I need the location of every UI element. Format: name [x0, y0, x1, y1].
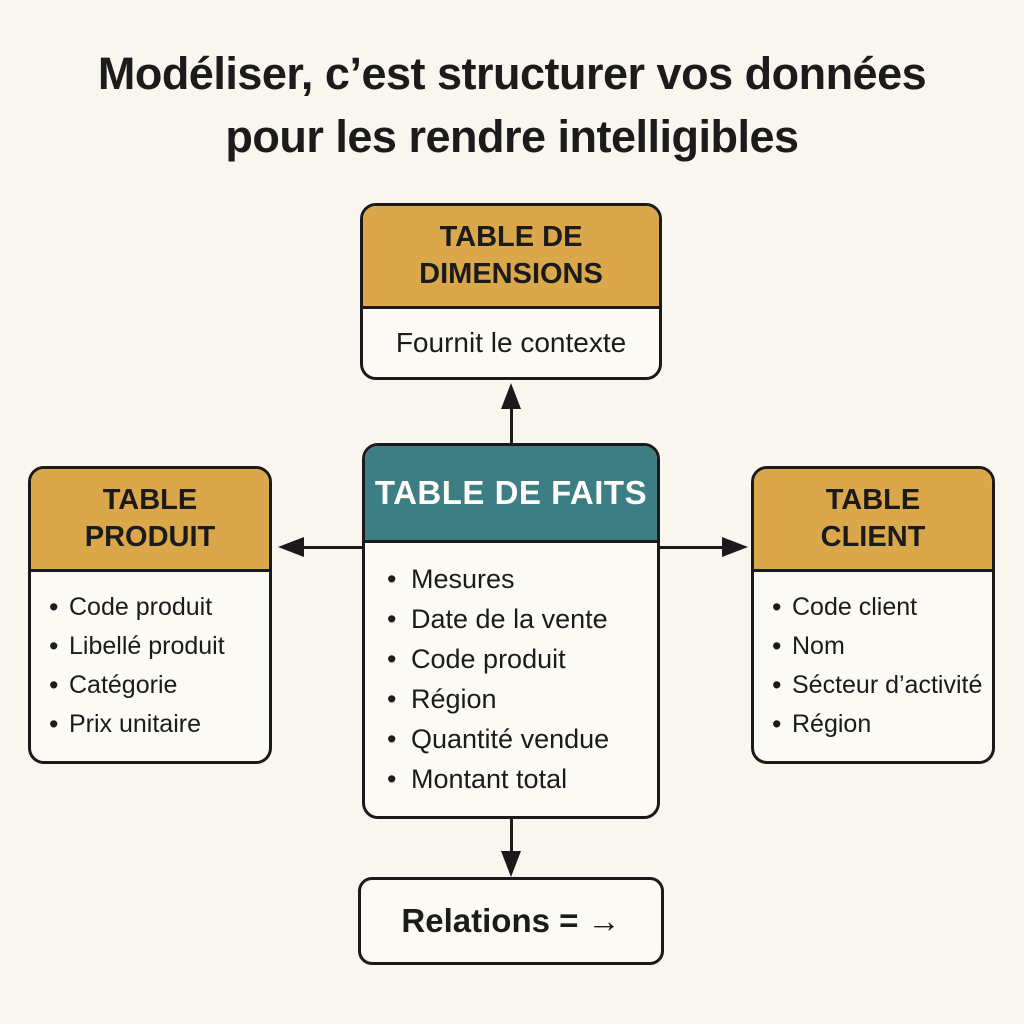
product-table-field-list: Code produitLibellé produitCatégoriePrix…	[31, 572, 269, 744]
product-table-field: Libellé produit	[43, 627, 265, 666]
fact-table-field: Code produit	[381, 639, 651, 679]
page-title-line-1: Modéliser, c’est structurer vos données	[97, 48, 927, 99]
page-title-line-2: pour les rendre intelligibles	[225, 111, 799, 162]
client-table-field: Sécteur d’activité	[766, 666, 988, 705]
fact-table-header: TABLE DE FAITS	[365, 446, 657, 543]
relations-legend-box: Relations = →	[358, 877, 664, 965]
fact-table-field: Montant total	[381, 759, 651, 799]
product-table-field: Catégorie	[43, 666, 265, 705]
page-title: Modéliser, c’est structurer vos données …	[0, 42, 1024, 168]
arrow-to-dimensions-line	[510, 408, 513, 444]
product-table-box: TABLE PRODUIT Code produitLibellé produi…	[28, 466, 272, 764]
client-table-header: TABLE CLIENT	[754, 469, 992, 572]
client-table-field: Code client	[766, 588, 988, 627]
dimensions-table-body: Fournit le contexte	[395, 327, 627, 358]
fact-table-box: TABLE DE FAITS MesuresDate de la venteCo…	[362, 443, 660, 819]
client-table-field: Région	[766, 705, 988, 744]
arrow-to-product-head-icon	[278, 537, 304, 557]
product-table-field: Code produit	[43, 588, 265, 627]
client-table-box: TABLE CLIENT Code clientNomSécteur d’act…	[751, 466, 995, 764]
product-table-header: TABLE PRODUIT	[31, 469, 269, 572]
arrow-to-relations-line	[510, 818, 513, 852]
arrow-to-relations-head-icon	[501, 851, 521, 877]
arrow-to-client-head-icon	[722, 537, 748, 557]
fact-table-field: Quantité vendue	[381, 719, 651, 759]
fact-table-field: Date de la vente	[381, 599, 651, 639]
client-table-field: Nom	[766, 627, 988, 666]
dimensions-table-box: TABLE DE DIMENSIONS Fournit le contexte	[360, 203, 662, 380]
arrow-to-dimensions-head-icon	[501, 383, 521, 409]
fact-table-field: Mesures	[381, 559, 651, 599]
client-table-field-list: Code clientNomSécteur d’activitéRégion	[754, 572, 992, 744]
arrow-to-client-line	[660, 546, 724, 549]
fact-table-field: Région	[381, 679, 651, 719]
arrow-to-product-line	[300, 546, 362, 549]
dimensions-table-header: TABLE DE DIMENSIONS	[363, 206, 659, 309]
product-table-field: Prix unitaire	[43, 705, 265, 744]
fact-table-field-list: MesuresDate de la venteCode produitRégio…	[365, 543, 657, 799]
